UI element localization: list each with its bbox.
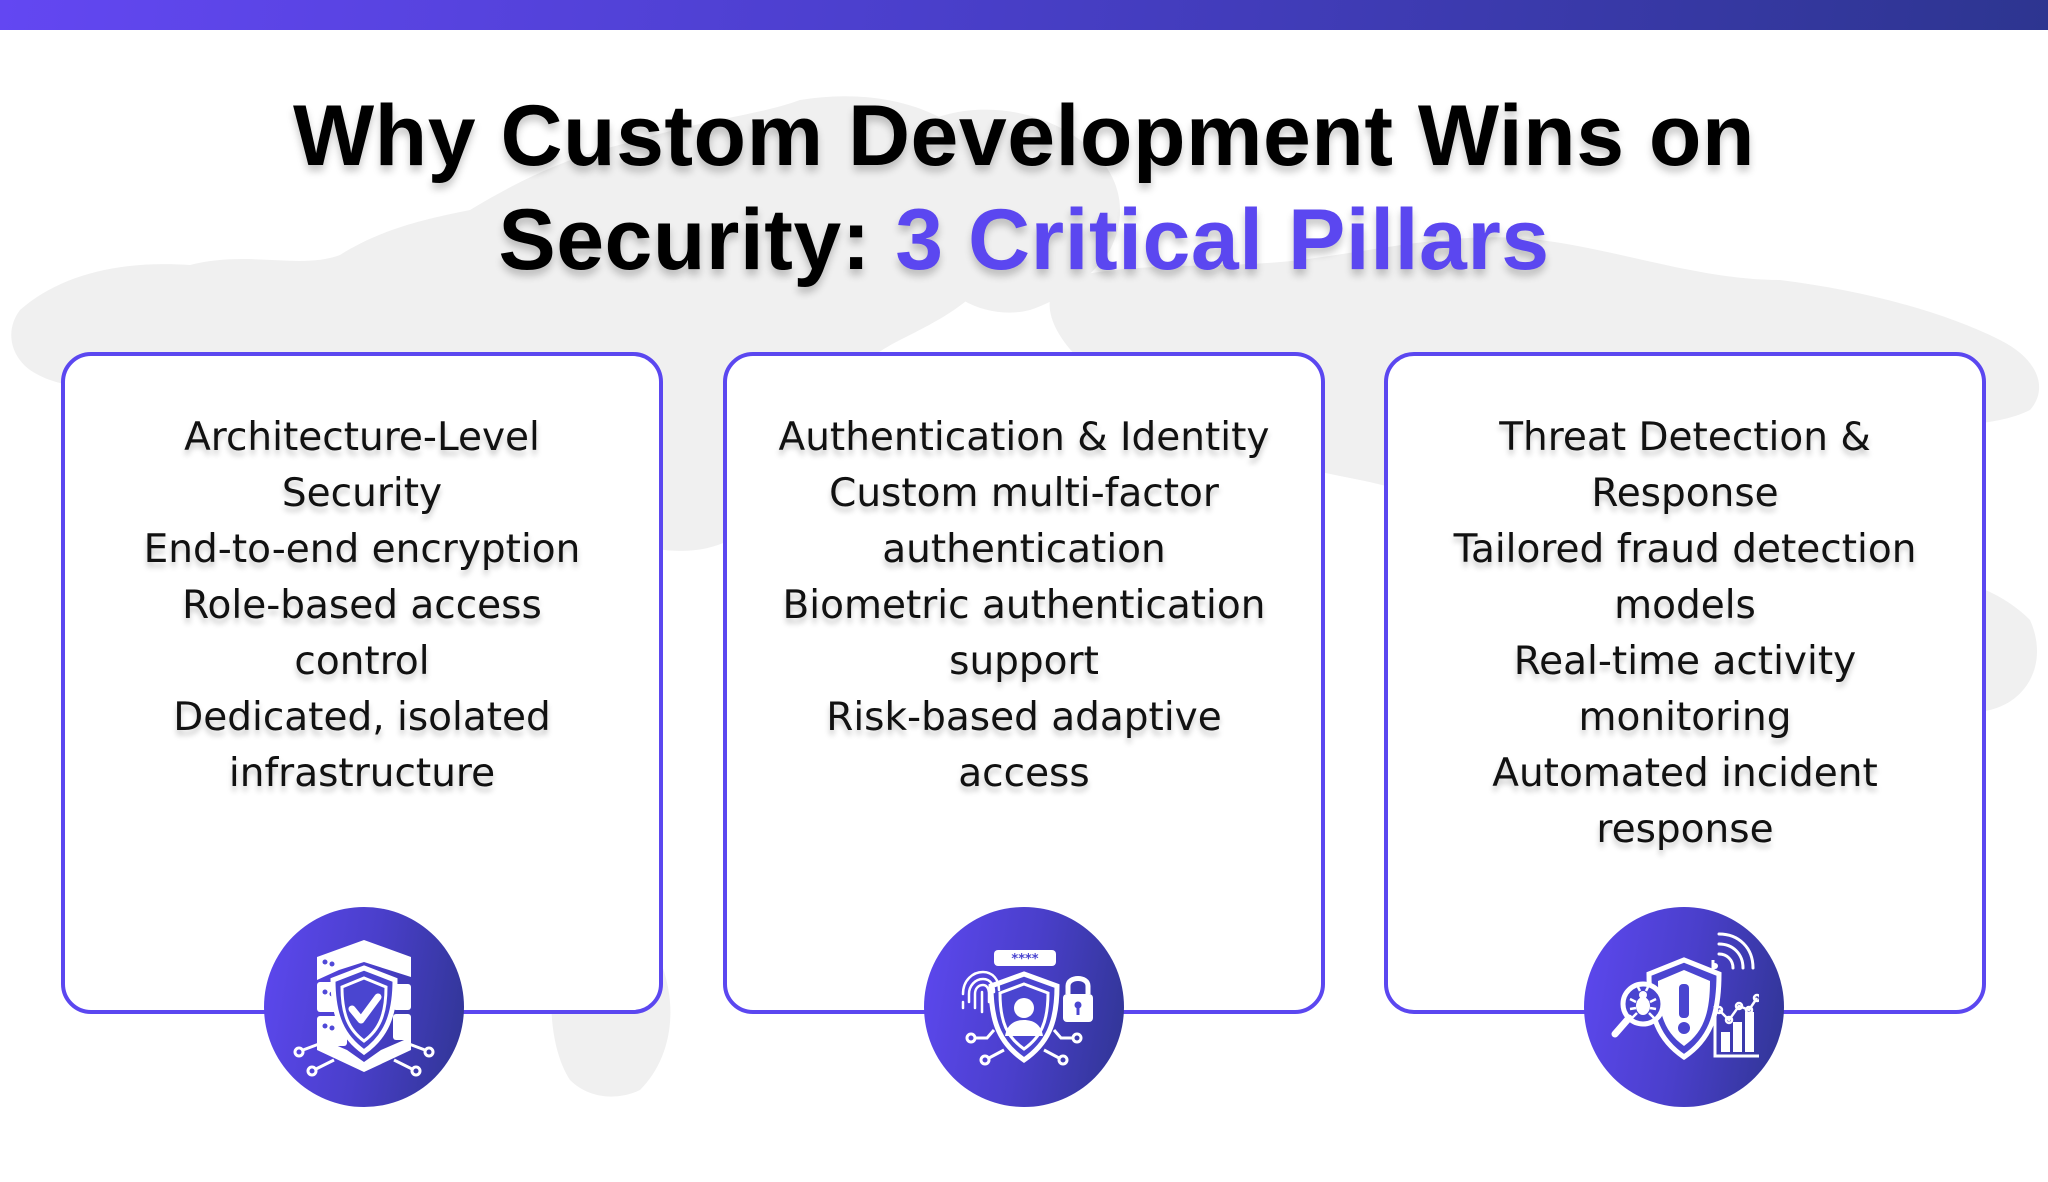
pillar-heading: Threat Detection & [1499, 415, 1871, 460]
pillar-text: Authentication & Identity Custom multi-f… [737, 410, 1311, 802]
top-gradient-bar [0, 0, 2048, 30]
pillar-item: infrastructure [228, 751, 496, 796]
pillar-badge-architecture [264, 907, 464, 1107]
pillar-item: Dedicated, isolated [173, 695, 551, 740]
pillar-card-threat-detection: Threat Detection & Response Tailored fra… [1384, 352, 1986, 1014]
pillar-item: authentication [882, 527, 1166, 572]
pillar-card-authentication: Authentication & Identity Custom multi-f… [723, 352, 1325, 1014]
pillar-item: models [1614, 583, 1756, 628]
pillar-heading: Security [281, 471, 443, 516]
threat-shield-bug-chart-icon [1611, 932, 1759, 1061]
pillar-item: support [949, 639, 1099, 684]
pillar-heading: Architecture-Level [184, 415, 540, 460]
pillar-item: monitoring [1578, 695, 1792, 740]
pillar-item: Biometric authentication [782, 583, 1266, 628]
pillar-heading: Response [1591, 471, 1779, 516]
pillar-item: Role-based access [182, 583, 542, 628]
pillar-item: Tailored fraud detection [1453, 527, 1917, 572]
password-mask: **** [1011, 952, 1038, 967]
pillar-item: response [1596, 807, 1774, 852]
title-line-2-prefix: Security: [498, 192, 896, 288]
pillar-badge-authentication: **** [924, 907, 1124, 1107]
pillar-item: control [294, 639, 430, 684]
pillar-badge-threat-detection [1584, 907, 1784, 1107]
identity-shield-fingerprint-lock-icon: **** [961, 950, 1093, 1066]
pillar-item: Custom multi-factor [829, 471, 1219, 516]
pillar-item: Real-time activity [1513, 639, 1857, 684]
title-line-1: Why Custom Development Wins on [293, 88, 1755, 184]
pillar-text: Threat Detection & Response Tailored fra… [1398, 410, 1972, 858]
page-title: Why Custom Development Wins on Security:… [0, 84, 2048, 292]
title-line-2-accent: 3 Critical Pillars [895, 192, 1550, 288]
server-shield-check-icon [293, 940, 435, 1077]
pillar-item: End-to-end encryption [143, 527, 581, 572]
pillar-heading: Authentication & Identity [778, 415, 1270, 460]
pillar-text: Architecture-Level Security End-to-end e… [75, 410, 649, 802]
pillar-item: access [958, 751, 1090, 796]
pillar-item: Risk-based adaptive [826, 695, 1222, 740]
pillar-item: Automated incident [1492, 751, 1878, 796]
